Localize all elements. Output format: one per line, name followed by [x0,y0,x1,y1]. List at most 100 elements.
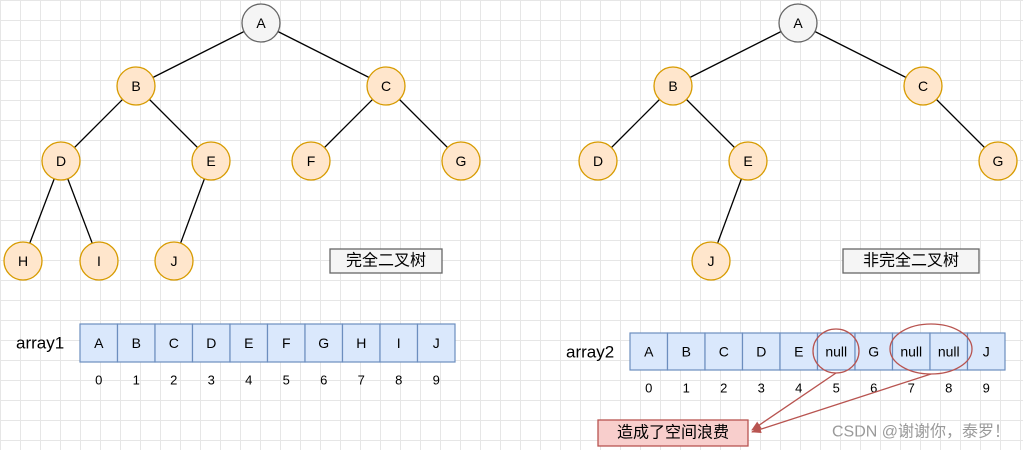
tree-node-b: B [653,66,693,106]
array1-cells: A B C D E F G H I J [79,323,456,363]
incomplete-tree-edges [597,22,999,262]
incomplete-tree-nodes: A B C D E G J [578,3,1018,281]
array-cell-null: null [816,332,856,371]
watermark-text: CSDN @谢谢你，泰罗！ [832,423,1010,441]
array2: array2 A B C D E null G null null J 0 1 … [566,323,1006,396]
edge-a-b [135,22,262,87]
array-index-label: 2 [720,381,727,396]
tree-node-j: J [154,241,194,281]
array-cell: J [966,332,1006,371]
array-index-label: 8 [945,381,952,396]
tree-node-e: E [728,141,768,181]
array-cell-label: J [433,335,440,351]
tree-node-e: E [191,141,231,181]
tree-node-label: F [307,153,316,169]
array-index-label: 5 [283,373,290,388]
waste-note-label: 造成了空间浪费 [617,424,729,442]
array-cell-label: J [983,344,990,360]
array-cell: D [741,332,781,371]
array-index-label: 0 [645,381,652,396]
complete-tree-edges [22,22,462,262]
tree-node-label: C [381,78,391,94]
array-cell-label: I [397,335,401,351]
tree-node-j: J [691,241,731,281]
array-cell-label: F [282,335,291,351]
array-cell: E [779,332,819,371]
edge-a-c [797,22,924,87]
array-cell-label: D [756,344,766,360]
array-index-label: 1 [683,381,690,396]
tree-node-label: I [97,253,101,269]
array-cell-label: B [682,344,691,360]
array-cell: A [79,323,119,363]
tree-node-label: H [18,253,28,269]
complete-tree-title: 完全二叉树 [329,248,443,274]
array1-name: array1 [16,334,64,353]
tree-node-label: G [993,153,1004,169]
array-index-label: 3 [758,381,765,396]
tree-node-label: E [743,153,752,169]
tree-node-a: A [241,3,281,43]
tree-node-d: D [41,141,81,181]
array-cell: F [266,323,306,363]
tree-node-label: G [456,153,467,169]
array1: array1 A B C D E F G H I J 0 1 2 3 4 5 6… [16,323,456,388]
array-index-label: 4 [795,381,802,396]
space-waste-annotation: 造成了空间浪费 [597,372,932,447]
tree-node-label: D [56,153,66,169]
array-cell: G [304,323,344,363]
tree-node-g: G [441,141,481,181]
array-cell: A [629,332,669,371]
array-index-label: 7 [908,381,915,396]
array2-cells: A B C D E null G null null J [629,332,1006,371]
tree-node-label: J [708,253,715,269]
tree-node-c: C [366,66,406,106]
array-cell-label: E [244,335,253,351]
array-cell-label: A [644,344,654,360]
waste-arrow [751,373,932,434]
array-index-label: 8 [395,373,402,388]
tree-node-h: H [3,241,43,281]
tree-node-d: D [578,141,618,181]
tree-node-label: D [593,153,603,169]
tree-node-i: I [79,241,119,281]
array-index-label: 7 [358,373,365,388]
incomplete-tree-title: 非完全二叉树 [842,248,980,274]
array-cell-label: null [900,344,922,360]
complete-tree-title-label: 完全二叉树 [346,252,426,270]
tree-node-a: A [778,3,818,43]
array-cell-label: D [206,335,216,351]
array-index-label: 6 [870,381,877,396]
tree-node-label: B [668,78,677,94]
tree-node-g: G [978,141,1018,181]
waste-arrow [751,372,837,431]
incomplete-tree-title-label: 非完全二叉树 [863,252,959,270]
tree-node-label: E [206,153,215,169]
array-cell: C [154,323,194,363]
array-cell-label: B [132,335,141,351]
array-index-label: 9 [983,381,990,396]
array1-indices: 0 1 2 3 4 5 6 7 8 9 [95,373,440,388]
array-cell-label: C [169,335,179,351]
array-cell: G [854,332,894,371]
tree-node-label: C [918,78,928,94]
array-cell: B [116,323,156,363]
array-cell: D [191,323,231,363]
array-cell: H [341,323,381,363]
tree-node-label: B [131,78,140,94]
array-index-label: 0 [95,373,102,388]
edge-a-b [672,22,799,87]
complete-tree-nodes: A B C D E F G [3,3,481,281]
incomplete-tree: A B C D E G J [578,3,1018,281]
tree-node-c: C [903,66,943,106]
array-index-label: 1 [133,373,140,388]
array-cell-label: A [94,335,104,351]
array-cell-label: null [938,344,960,360]
array-index-label: 2 [170,373,177,388]
array-cell: J [416,323,456,363]
tree-node-f: F [291,141,331,181]
array-cell-label: null [825,344,847,360]
array-index-label: 3 [208,373,215,388]
array-index-label: 6 [320,373,327,388]
